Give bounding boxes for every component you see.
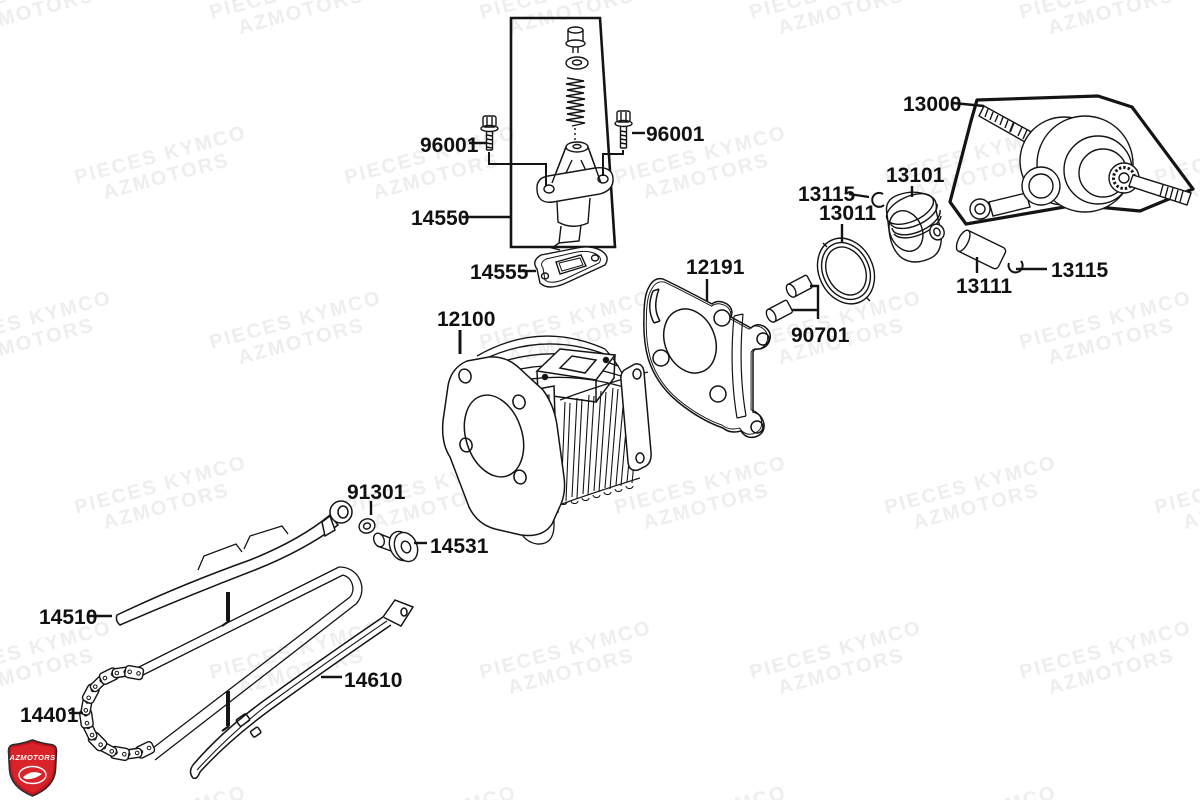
- piston-drawing: [885, 191, 945, 263]
- leader-lines: [69, 101, 1047, 715]
- piston-circlip-left-drawing: [871, 191, 885, 208]
- tensioner-box-frame: [509, 16, 617, 249]
- tensioner-guide-drawing: [189, 599, 415, 780]
- tensioner-assembly-drawing: [480, 16, 633, 251]
- label-13000: 13000: [903, 93, 961, 116]
- label-14401: 14401: [20, 704, 79, 727]
- label-13101: 13101: [886, 164, 945, 187]
- label-13111: 13111: [956, 275, 1012, 298]
- chain-alignment-marks: [221, 592, 230, 732]
- cam-chain-drawing: [78, 566, 363, 762]
- label-14550: 14550: [411, 207, 469, 230]
- cam-chain-links: [78, 664, 156, 762]
- chain-guide-drawing: [115, 500, 353, 626]
- cylinder-gasket-drawing: [643, 277, 772, 439]
- piston-ring-set-drawing: [816, 237, 876, 305]
- label-14531: 14531: [430, 535, 489, 558]
- guide-washer-drawing: [358, 518, 376, 534]
- tensioner-bolt-right-drawing: [614, 110, 633, 149]
- label-96001-right: 96001: [646, 123, 705, 146]
- crankshaft-drawing: [948, 94, 1195, 226]
- label-13115-right: 13115: [1051, 259, 1109, 282]
- label-14555: 14555: [470, 261, 529, 284]
- azmotors-logo: AZMOTORS: [7, 739, 58, 797]
- label-12191: 12191: [686, 256, 745, 279]
- label-96001-left: 96001: [420, 134, 479, 157]
- label-12100: 12100: [437, 308, 495, 331]
- label-90701: 90701: [791, 324, 850, 347]
- cylinder-drawing: [441, 335, 652, 545]
- tensioner-bolt-left-drawing: [480, 115, 499, 151]
- logo-swoosh: [23, 772, 42, 780]
- label-91301: 91301: [347, 481, 406, 504]
- label-14510: 14510: [39, 606, 97, 629]
- guide-bolt-drawing: [372, 530, 419, 563]
- label-13011: 13011: [819, 202, 877, 225]
- logo-oval-emblem: [18, 765, 47, 785]
- dowel-pins-drawing: [765, 274, 813, 323]
- label-14610: 14610: [344, 669, 402, 692]
- part-labels: 96001 96001 14550 14555 13000 13115 1301…: [20, 93, 1109, 727]
- piston-circlip-right-drawing: [1007, 260, 1024, 274]
- label-13115-left: 13115: [798, 183, 856, 206]
- crankshaft-outline-frame: [948, 94, 1195, 226]
- piston-pin-drawing: [955, 229, 1007, 270]
- tensioner-gasket-drawing: [534, 246, 608, 288]
- logo-text: AZMOTORS: [9, 753, 56, 762]
